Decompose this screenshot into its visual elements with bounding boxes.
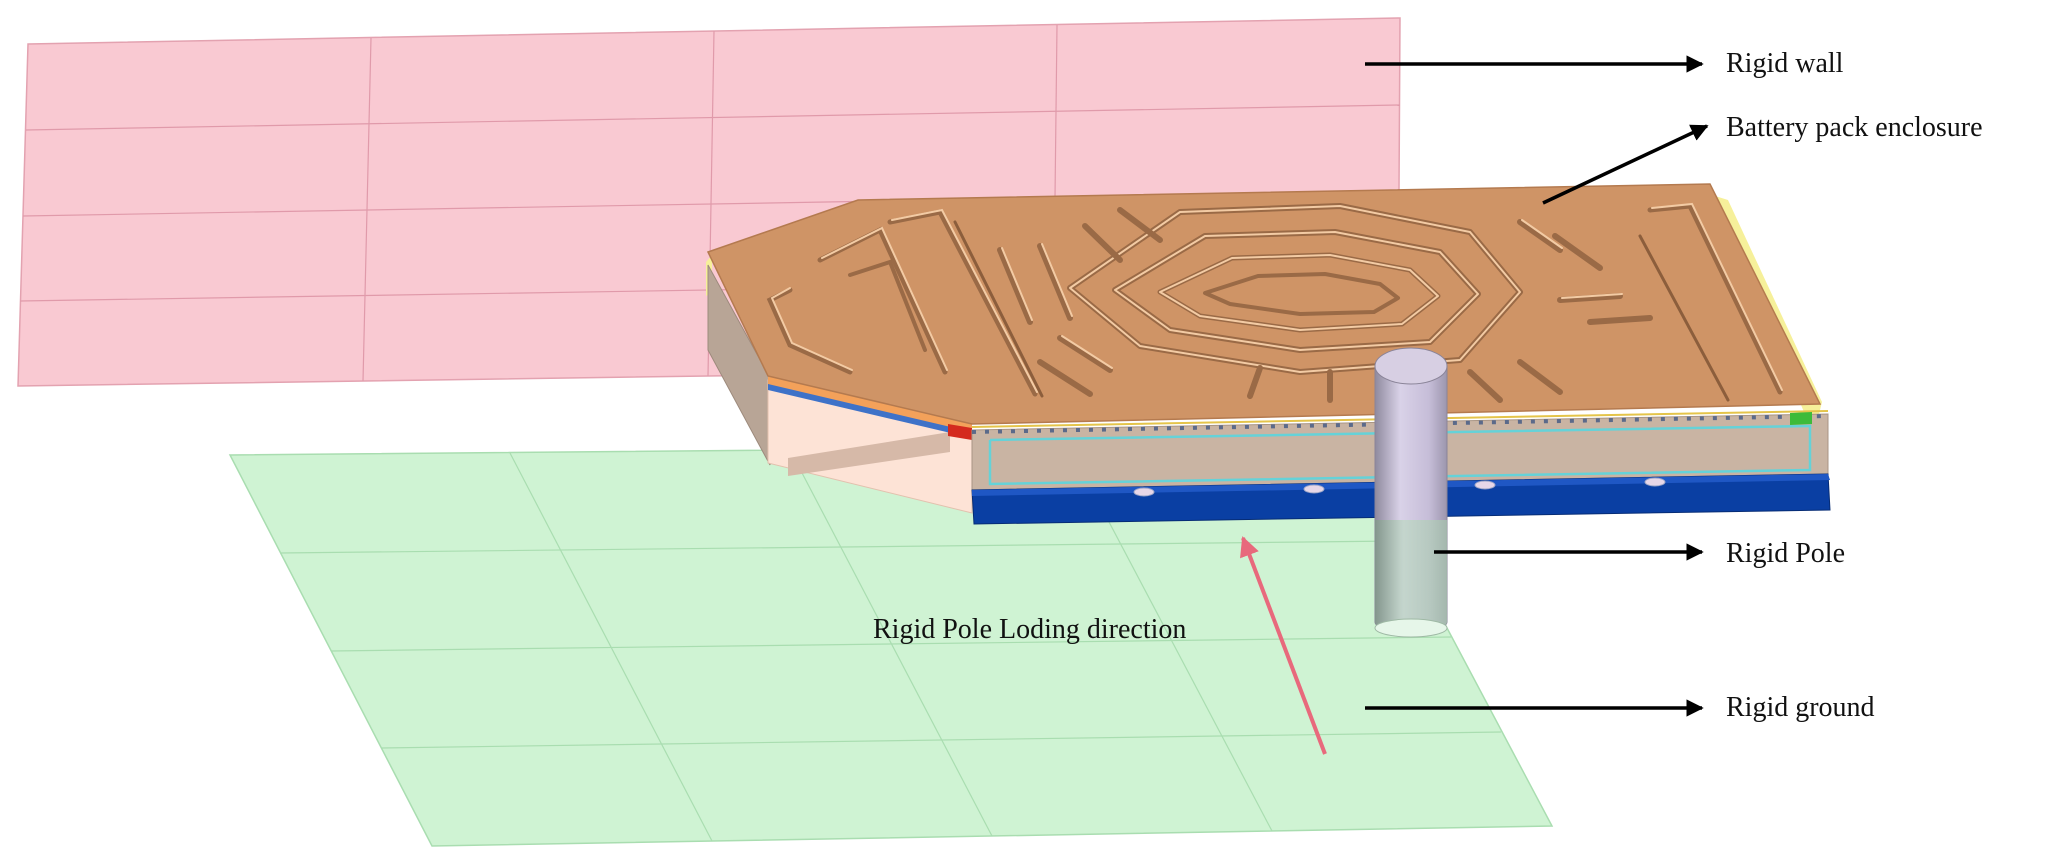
label-battery-pack-enclosure: Battery pack enclosure [1726,112,1983,143]
enclosure-front-slot [788,432,950,476]
callout-arrows [1365,55,1709,717]
enclosure-stripe-blue [768,384,972,438]
enclosure-green-marker [1790,412,1812,425]
label-loading-direction: Rigid Pole Loding direction [873,614,1186,645]
enclosure-base-holes [1133,477,1666,497]
enclosure-radial-grooves [997,207,1653,403]
enclosure-top-plate [706,183,1822,425]
rigid-pole-shadow [1375,520,1447,632]
enclosure-octagon-grooves [1067,203,1523,375]
callout-arrow-enclosure [1542,124,1709,205]
enclosure-radial-highlights [1001,219,1623,369]
label-rigid-wall: Rigid wall [1726,48,1844,79]
enclosure-left-side [707,264,771,466]
rigid-pole [1374,347,1448,638]
enclosure-right-grooves [1638,202,1783,402]
rigid-pole-top [1374,347,1448,385]
label-rigid-pole: Rigid Pole [1726,538,1845,569]
loading-direction-arrow [1240,536,1327,755]
rigid-pole-base [1374,618,1448,638]
enclosure-left-grooves [766,208,1044,398]
battery-pack-enclosure [706,183,1831,525]
enclosure-stripe-red [948,424,972,440]
label-rigid-ground: Rigid ground [1726,692,1875,723]
enclosure-cyan-frame [988,424,1812,486]
